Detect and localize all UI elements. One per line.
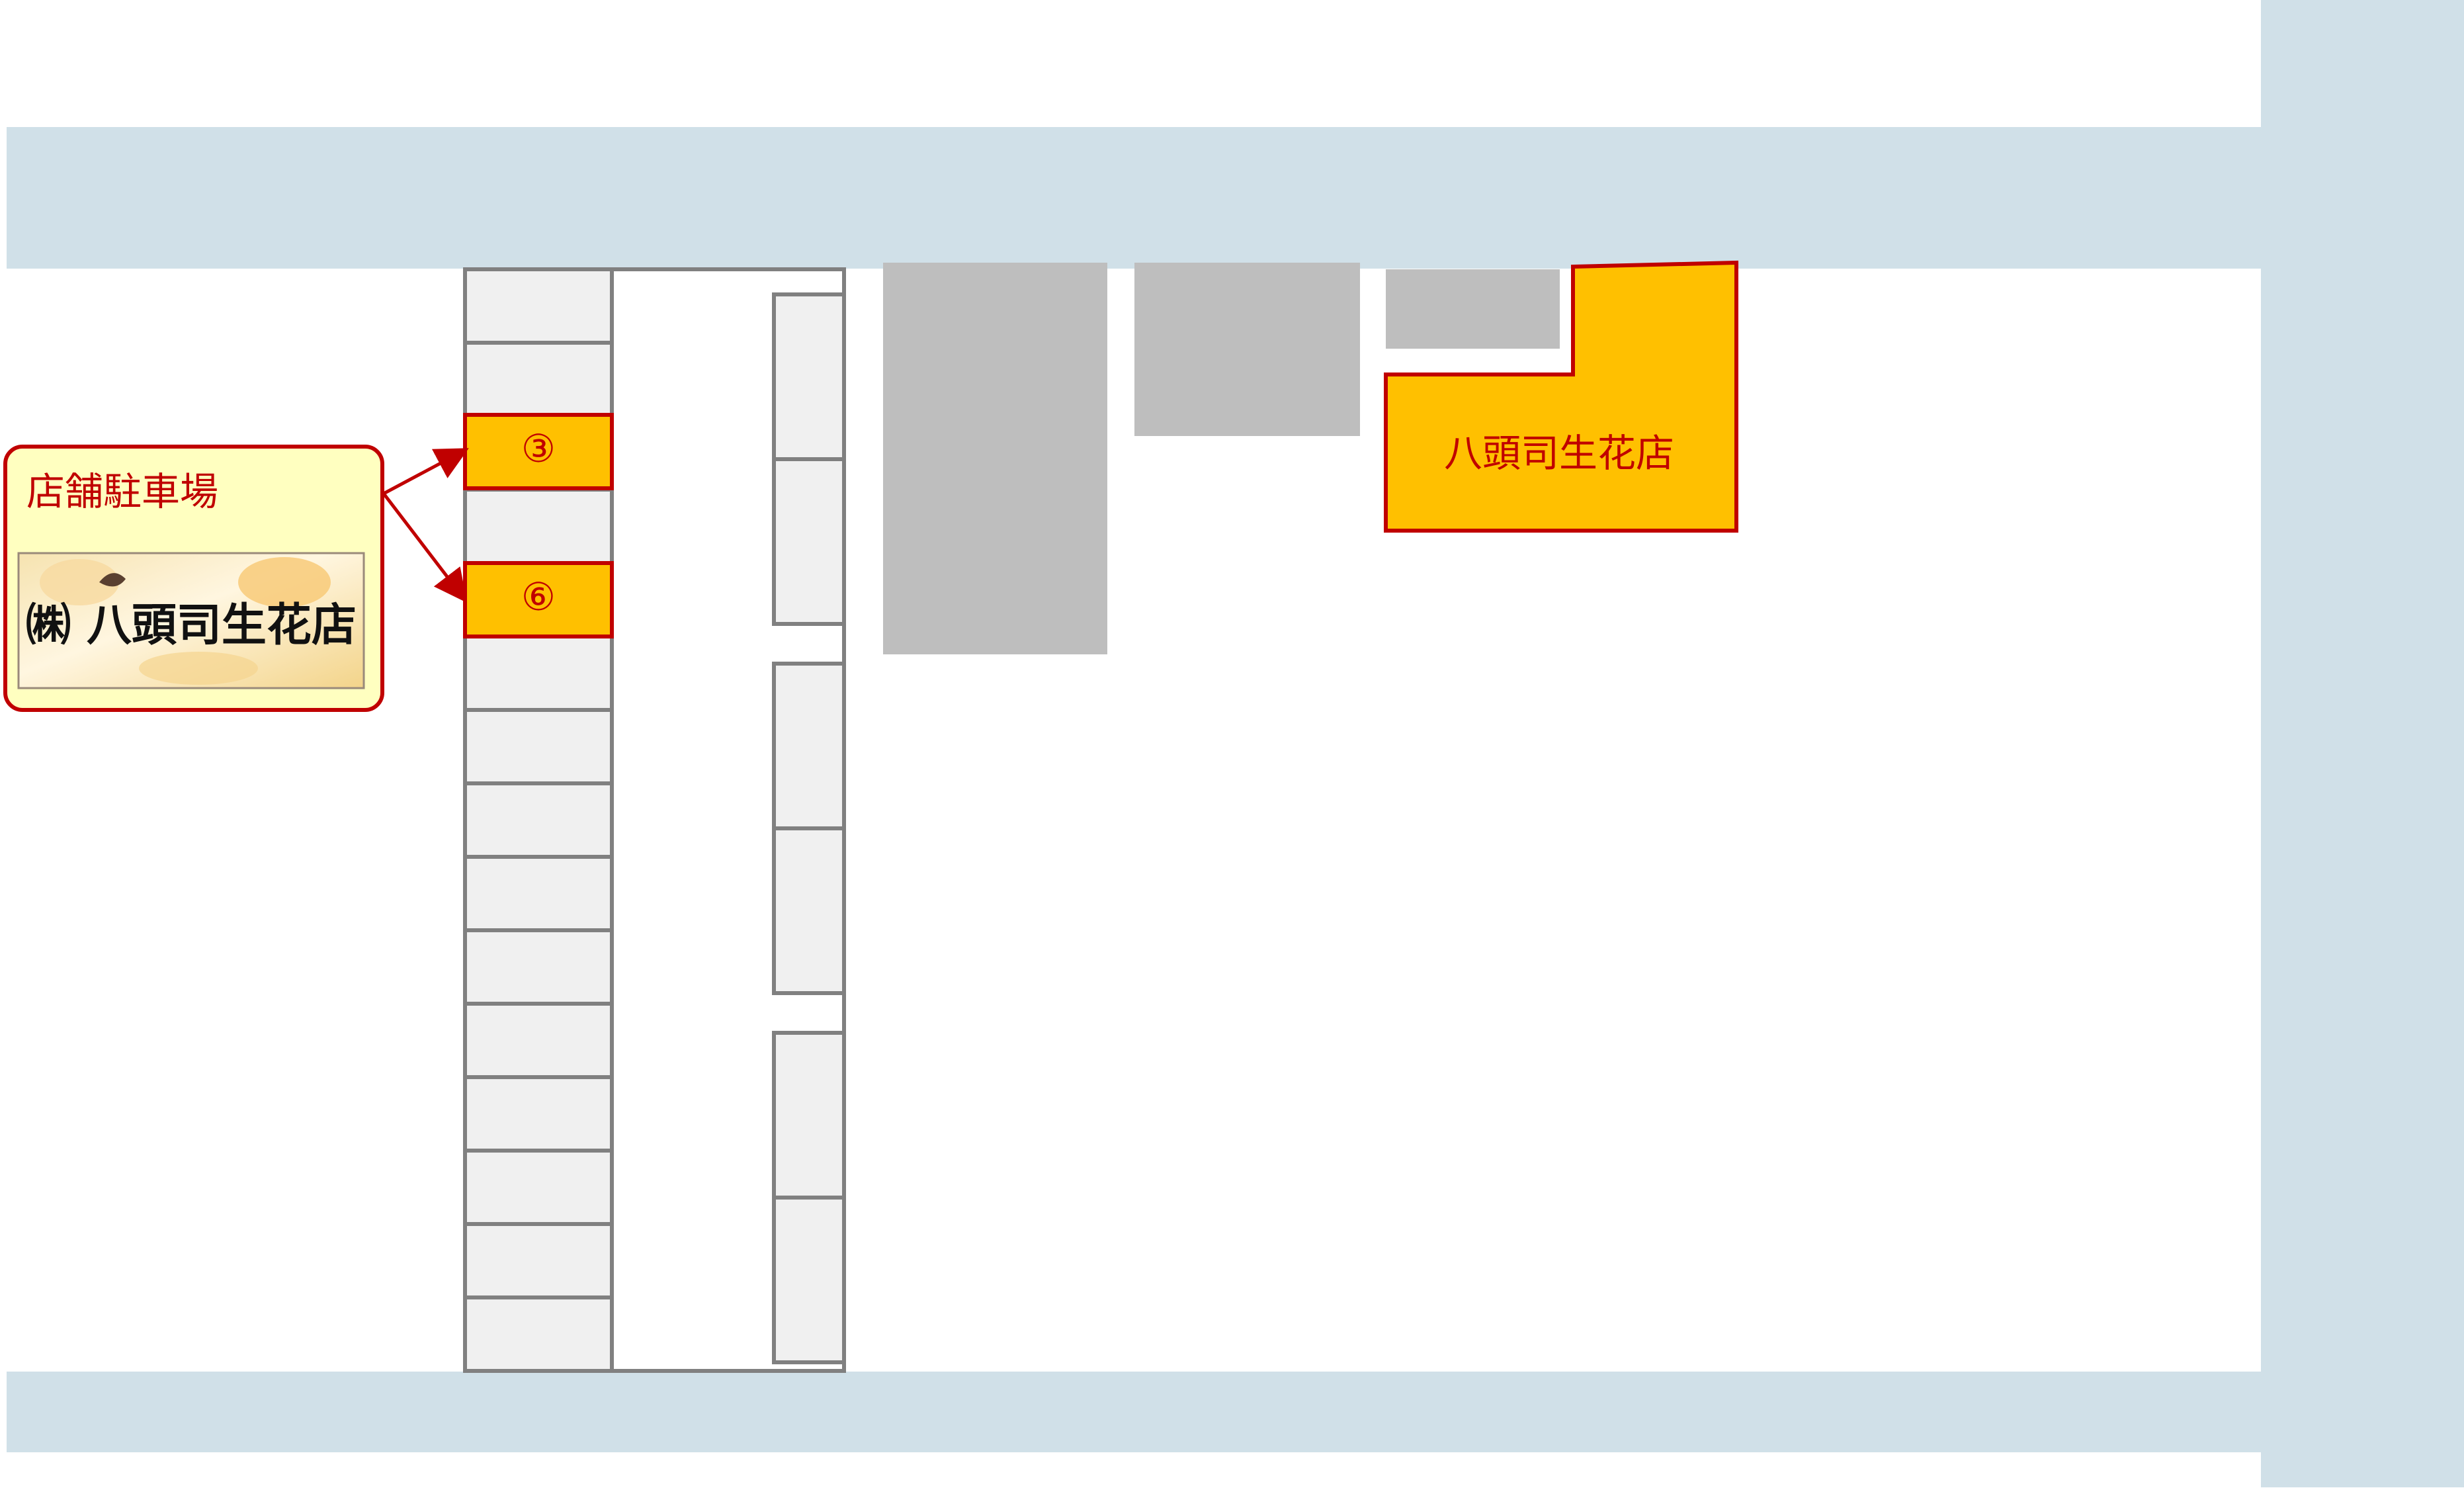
store-name-label: 八頭司生花店 <box>1444 431 1674 476</box>
parking-spaces-right <box>772 292 846 1364</box>
callout-title: 店舗駐車場 <box>26 469 218 514</box>
parking-space-3-highlight <box>463 413 614 490</box>
parking-spaces-left <box>463 267 614 1373</box>
parking-space <box>463 341 614 418</box>
parking-space <box>463 855 614 932</box>
parking-space <box>463 1149 614 1226</box>
building-gray-1 <box>883 263 1107 654</box>
parking-space <box>463 928 614 1006</box>
parking-space <box>463 488 614 565</box>
parking-space-6-label: ⑥ <box>521 574 556 619</box>
parking-space-6-highlight <box>463 561 614 638</box>
parking-space <box>463 781 614 859</box>
building-gray-3 <box>1386 269 1560 349</box>
callout-arrow-to-space-3 <box>382 448 469 496</box>
parking-space <box>772 292 846 461</box>
parking-space <box>463 1295 614 1373</box>
parking-space <box>772 1196 846 1364</box>
parking-space <box>772 1031 846 1200</box>
building-gray-2 <box>1134 263 1360 436</box>
parking-space <box>463 635 614 712</box>
parking-space-3-label: ③ <box>521 426 556 471</box>
store-building <box>1384 260 1738 533</box>
parking-space <box>463 267 614 345</box>
road-top <box>7 127 2464 269</box>
parking-space <box>463 708 614 785</box>
parking-space <box>772 662 846 830</box>
callout-arrow-to-space-6 <box>382 492 468 603</box>
parking-space <box>772 826 846 995</box>
parking-space <box>463 1075 614 1153</box>
parking-space <box>772 457 846 626</box>
store-sign-image: ㈱ 八頭司生花店 <box>17 552 365 689</box>
parking-space <box>463 1222 614 1299</box>
store-sign-text: ㈱ 八頭司生花店 <box>26 599 357 652</box>
parking-space <box>463 1002 614 1079</box>
road-bottom <box>7 1372 2464 1452</box>
